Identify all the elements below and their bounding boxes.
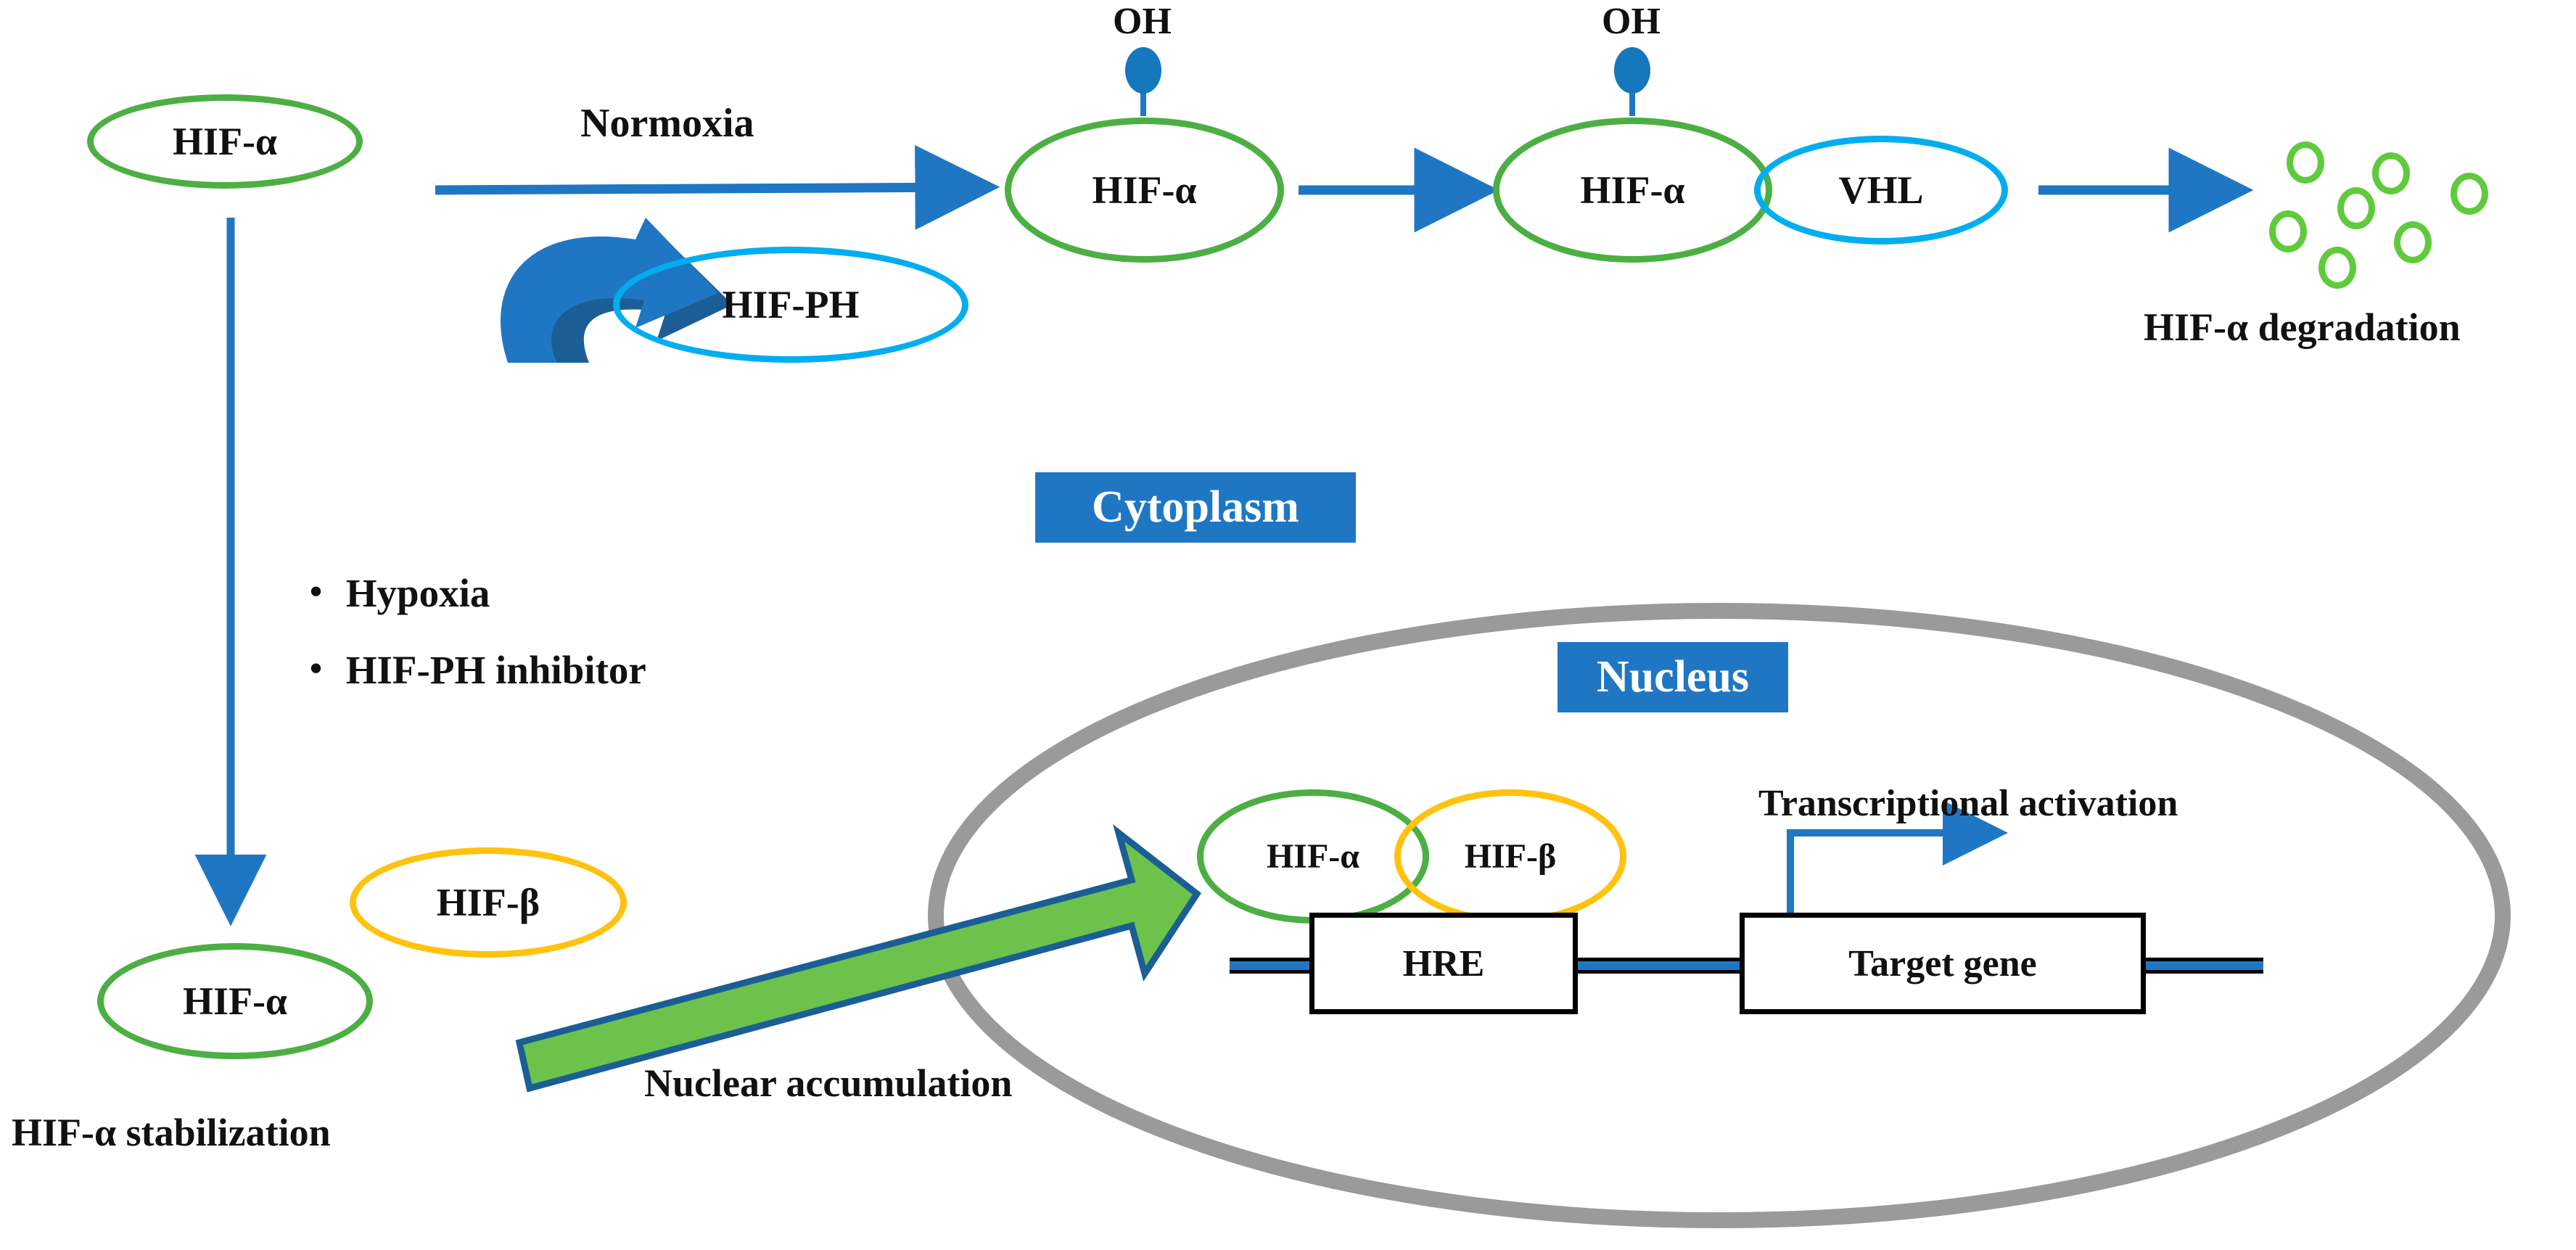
degradation-fragment bbox=[2394, 221, 2432, 263]
element-target-gene[interactable]: Target gene bbox=[1740, 913, 2146, 1014]
node-hif-alpha-cytosolic[interactable]: HIF-α bbox=[87, 94, 363, 189]
arrow-transcriptional-activation bbox=[1787, 800, 2009, 937]
degradation-fragment bbox=[2337, 187, 2375, 229]
node-hif-alpha-vhl-bound[interactable]: HIF-α bbox=[1493, 118, 1772, 263]
node-label: HIF-α bbox=[1580, 168, 1685, 212]
node-vhl[interactable]: VHL bbox=[1754, 136, 2008, 244]
hif-ph-curved-arrow bbox=[501, 218, 718, 363]
bullet-hypoxia: ・ Hypoxia bbox=[296, 571, 490, 615]
badge-label: Nucleus bbox=[1596, 652, 1750, 702]
label-nuclear-accumulation: Nuclear accumulation bbox=[644, 1061, 1013, 1105]
label-oh-1: OH bbox=[1113, 1, 1172, 42]
node-hif-alpha-stabilized[interactable]: HIF-α bbox=[97, 943, 373, 1059]
node-label: HIF-β bbox=[1464, 837, 1557, 876]
node-label: HIF-α bbox=[182, 979, 288, 1023]
node-label: VHL bbox=[1838, 168, 1924, 212]
oh-dot-2 bbox=[1614, 47, 1650, 94]
box-label: Target gene bbox=[1848, 942, 2037, 984]
node-label: HIF-β bbox=[436, 881, 540, 924]
badge-label: Cytoplasm bbox=[1092, 482, 1299, 532]
label-oh-2: OH bbox=[1602, 1, 1661, 42]
degradation-fragment bbox=[2318, 247, 2356, 289]
degradation-fragment bbox=[2372, 152, 2410, 194]
dna-strand-middle bbox=[1576, 958, 1742, 974]
degradation-fragment bbox=[2269, 210, 2307, 252]
box-label: HRE bbox=[1402, 942, 1485, 984]
oh-dot-1 bbox=[1125, 47, 1161, 94]
arrow-nuclear-accumulation bbox=[515, 824, 1202, 1093]
node-label: HIF-α bbox=[1092, 168, 1197, 212]
arrow-normoxia bbox=[435, 144, 1000, 230]
label-normoxia: Normoxia bbox=[580, 101, 754, 146]
degradation-fragment bbox=[2287, 141, 2324, 184]
node-label: HIF-α bbox=[172, 120, 278, 163]
label-transcriptional-activation: Transcriptional activation bbox=[1758, 783, 2178, 824]
node-hif-beta-nuclear[interactable]: HIF-β bbox=[1394, 789, 1626, 924]
label-hif-alpha-degradation: HIF-α degradation bbox=[2144, 305, 2461, 349]
dna-strand-right bbox=[2144, 958, 2263, 974]
bullet-hif-ph-inhibitor: ・ HIF-PH inhibitor bbox=[296, 648, 646, 692]
node-hif-ph[interactable]: HIF-PH bbox=[613, 247, 968, 363]
node-hif-beta-cytosolic[interactable]: HIF-β bbox=[350, 847, 627, 958]
badge-cytoplasm: Cytoplasm bbox=[1035, 472, 1356, 543]
dna-strand-left bbox=[1230, 958, 1317, 974]
node-label: HIF-PH bbox=[722, 283, 860, 326]
badge-nucleus: Nucleus bbox=[1557, 642, 1788, 712]
label-hif-alpha-stabilization: HIF-α stabilization bbox=[12, 1111, 331, 1154]
node-hif-alpha-hydroxylated[interactable]: HIF-α bbox=[1005, 118, 1284, 263]
element-hre[interactable]: HRE bbox=[1309, 913, 1578, 1014]
nucleus-membrane bbox=[928, 603, 2511, 1228]
degradation-fragment bbox=[2451, 173, 2488, 215]
node-label: HIF-α bbox=[1266, 837, 1360, 876]
